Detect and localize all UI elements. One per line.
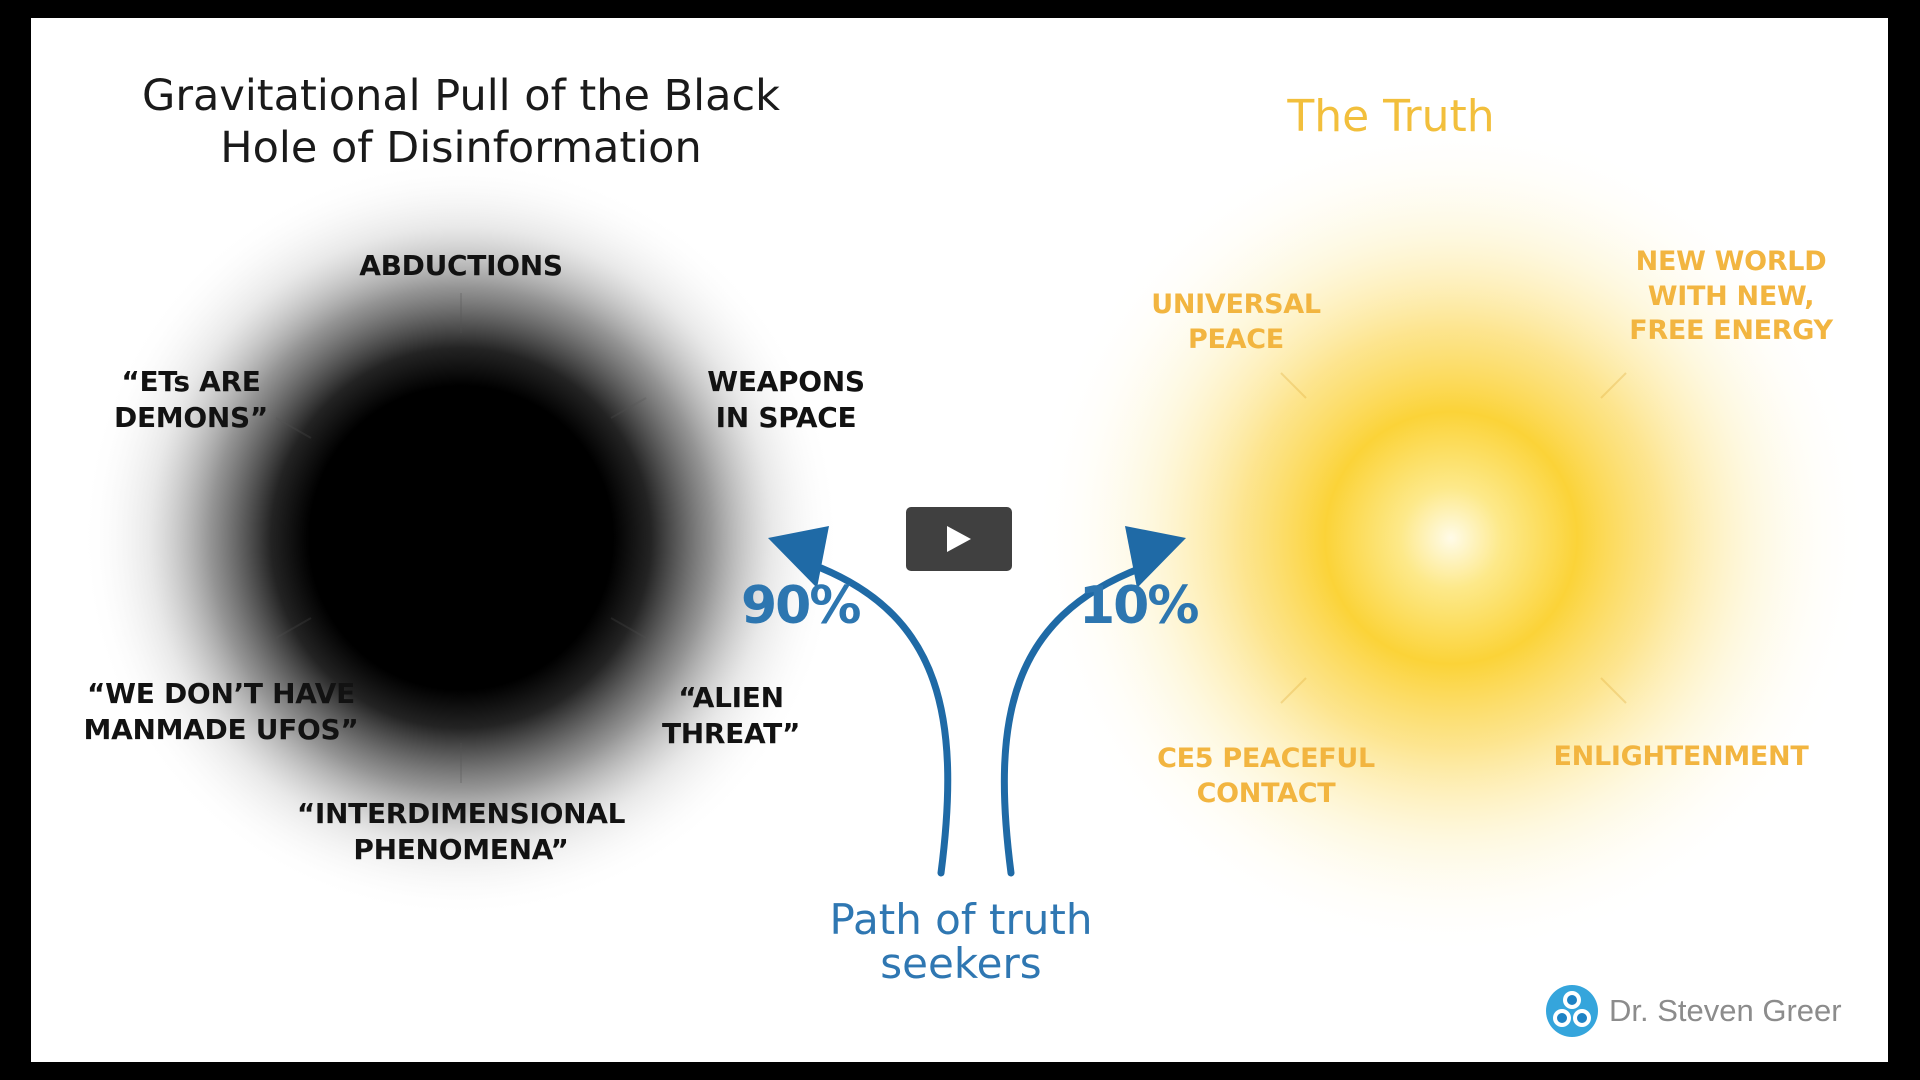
molecule-logo-icon (1546, 985, 1598, 1037)
black-hole-spokes (275, 293, 647, 783)
label-interdimensional-phenomena: “INTERDIMENSIONAL PHENOMENA” (296, 797, 626, 866)
label-universal-peace: UNIVERSAL PEACE (1151, 289, 1321, 355)
right-arrow-shaft (1000, 564, 1145, 877)
left-arrow-head (768, 526, 829, 588)
diagram-graphics (81, 118, 1871, 958)
black-hole-title: Gravitational Pull of the Black Hole of … (142, 71, 780, 174)
play-icon (947, 526, 971, 552)
label-no-manmade-ufos: “WE DON’T HAVE MANMADE UFOS” (83, 677, 359, 746)
truth-title: The Truth (1287, 91, 1495, 142)
percent-disinformation: 90% (741, 576, 861, 636)
brand-name: Dr. Steven Greer (1609, 993, 1842, 1028)
label-weapons-in-space: WEAPONS IN SPACE (707, 365, 865, 434)
play-button[interactable] (906, 507, 1012, 571)
video-frame[interactable]: Gravitational Pull of the Black Hole of … (31, 18, 1888, 1062)
label-ce5-peaceful-contact: CE5 PEACEFUL CONTACT (1157, 743, 1375, 809)
percent-truth: 10% (1079, 576, 1199, 636)
label-enlightenment: ENLIGHTENMENT (1553, 741, 1809, 772)
label-new-world-free-energy: NEW WORLD WITH NEW, FREE ENERGY (1629, 246, 1833, 347)
branding: Dr. Steven Greer (1545, 984, 1842, 1038)
left-arrow-shaft (817, 564, 952, 877)
label-abductions: ABDUCTIONS (359, 249, 563, 282)
right-arrow-head (1125, 526, 1186, 588)
label-ets-are-demons: “ETs ARE DEMONS” (114, 365, 268, 434)
black-hole (81, 158, 841, 918)
truth-sun (1031, 118, 1871, 958)
label-alien-threat: “ALIEN THREAT” (661, 681, 801, 750)
sun-spokes (1280, 372, 1627, 704)
path-of-truth-seekers-label: Path of truth seekers (829, 895, 1093, 989)
